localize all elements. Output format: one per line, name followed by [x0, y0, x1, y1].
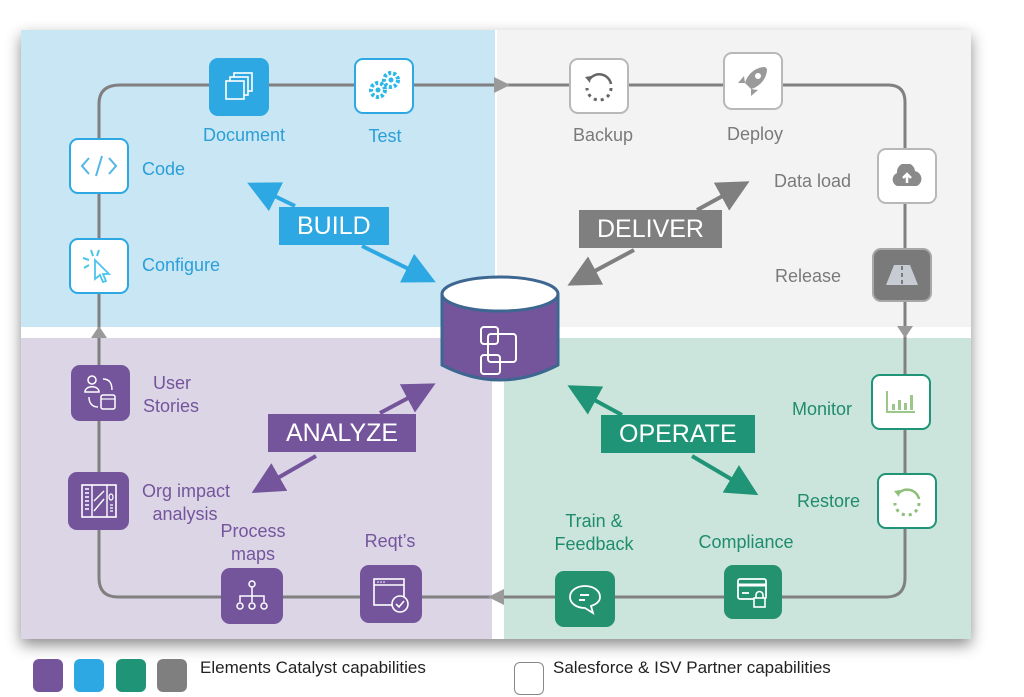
monitor-label: Monitor [792, 399, 853, 419]
user-stories-step[interactable] [71, 365, 130, 421]
train-feedback-label-line1: Train & [565, 511, 623, 531]
cloud-upload-icon [892, 164, 922, 186]
legend-swatch-green [116, 659, 146, 692]
test-label: Test [368, 126, 402, 146]
code-label: Code [142, 159, 186, 179]
legend-swatch-blue [74, 659, 104, 692]
analyze-arrow-in [251, 454, 317, 493]
reqts-label: Reqt’s [364, 531, 416, 551]
deliver-arrow-in [567, 248, 635, 286]
user-cycle-icon [83, 375, 116, 410]
release-label: Release [775, 266, 842, 286]
legend-partner-label: Salesforce & ISV Partner capabilities [553, 658, 831, 677]
refresh-dashed-icon [585, 73, 613, 102]
configure-step[interactable] [69, 238, 129, 294]
credit-card-lock-icon [737, 578, 767, 608]
build-phase-label: BUILD [279, 207, 389, 245]
refresh-dashed-icon [893, 488, 921, 517]
org-impact-step[interactable] [68, 472, 129, 530]
legend-swatch-grey [157, 659, 187, 692]
monitor-step[interactable] [871, 374, 931, 430]
bar-chart-icon [886, 391, 915, 413]
code-step[interactable] [69, 138, 129, 194]
gears-icon [369, 71, 400, 99]
compliance-label: Compliance [698, 532, 794, 552]
loop-path [97, 83, 907, 599]
legend-swatch-purple [33, 659, 63, 692]
loop-arrow-right [494, 77, 510, 93]
rocket-icon [738, 67, 767, 96]
train-feedback-step[interactable] [555, 571, 615, 627]
legend-elements-label: Elements Catalyst capabilities [200, 658, 426, 677]
operate-phase-label: OPERATE [601, 415, 755, 453]
click-cursor-icon [82, 249, 112, 284]
backup-step[interactable] [569, 58, 629, 114]
test-step[interactable] [354, 58, 414, 114]
data-load-label: Data load [774, 171, 852, 191]
loop-arrow-up [91, 326, 107, 338]
central-repository-icon [440, 275, 560, 382]
org-impact-label-line2: analysis [152, 504, 218, 524]
deploy-label: Deploy [726, 124, 784, 144]
deliver-arrow-out [696, 181, 750, 212]
process-maps-label-line1: Process [220, 521, 286, 541]
analyze-arrow-out [379, 383, 436, 415]
org-tree-icon [236, 580, 268, 610]
operate-arrow-in [690, 454, 759, 496]
loop-arrow-left [488, 589, 504, 605]
process-maps-label-line2: maps [230, 544, 276, 564]
dashboard-panel-icon [80, 484, 117, 518]
loop-arrow-down [897, 326, 913, 338]
analyze-phase-label: ANALYZE [268, 414, 417, 452]
browser-check-icon [373, 578, 409, 613]
document-label: Document [202, 125, 286, 145]
deploy-step[interactable] [723, 52, 783, 110]
configure-label: Configure [142, 255, 221, 275]
reqts-step[interactable] [360, 565, 422, 623]
operate-arrow-out [567, 385, 623, 417]
data-load-step[interactable] [877, 148, 937, 204]
build-arrow-out [247, 182, 296, 212]
legend-swatch-outline [514, 662, 544, 695]
process-maps-step[interactable] [221, 568, 283, 624]
train-feedback-label-line2: Feedback [554, 534, 634, 554]
road-icon [886, 265, 918, 285]
restore-step[interactable] [877, 473, 937, 529]
release-step[interactable] [872, 248, 932, 302]
document-step[interactable] [209, 58, 269, 116]
chat-bubble-icon [569, 585, 601, 615]
deliver-phase-label: DELIVER [579, 210, 722, 248]
restore-label: Restore [797, 491, 861, 511]
user-stories-label-line1: User [152, 373, 192, 393]
copy-stack-icon [225, 72, 253, 100]
build-arrow-in [361, 244, 436, 283]
org-impact-label-line1: Org impact [141, 481, 231, 501]
compliance-step[interactable] [724, 565, 782, 619]
user-stories-label-line2: Stories [142, 396, 200, 416]
code-icon [80, 155, 118, 177]
backup-label: Backup [572, 125, 634, 145]
